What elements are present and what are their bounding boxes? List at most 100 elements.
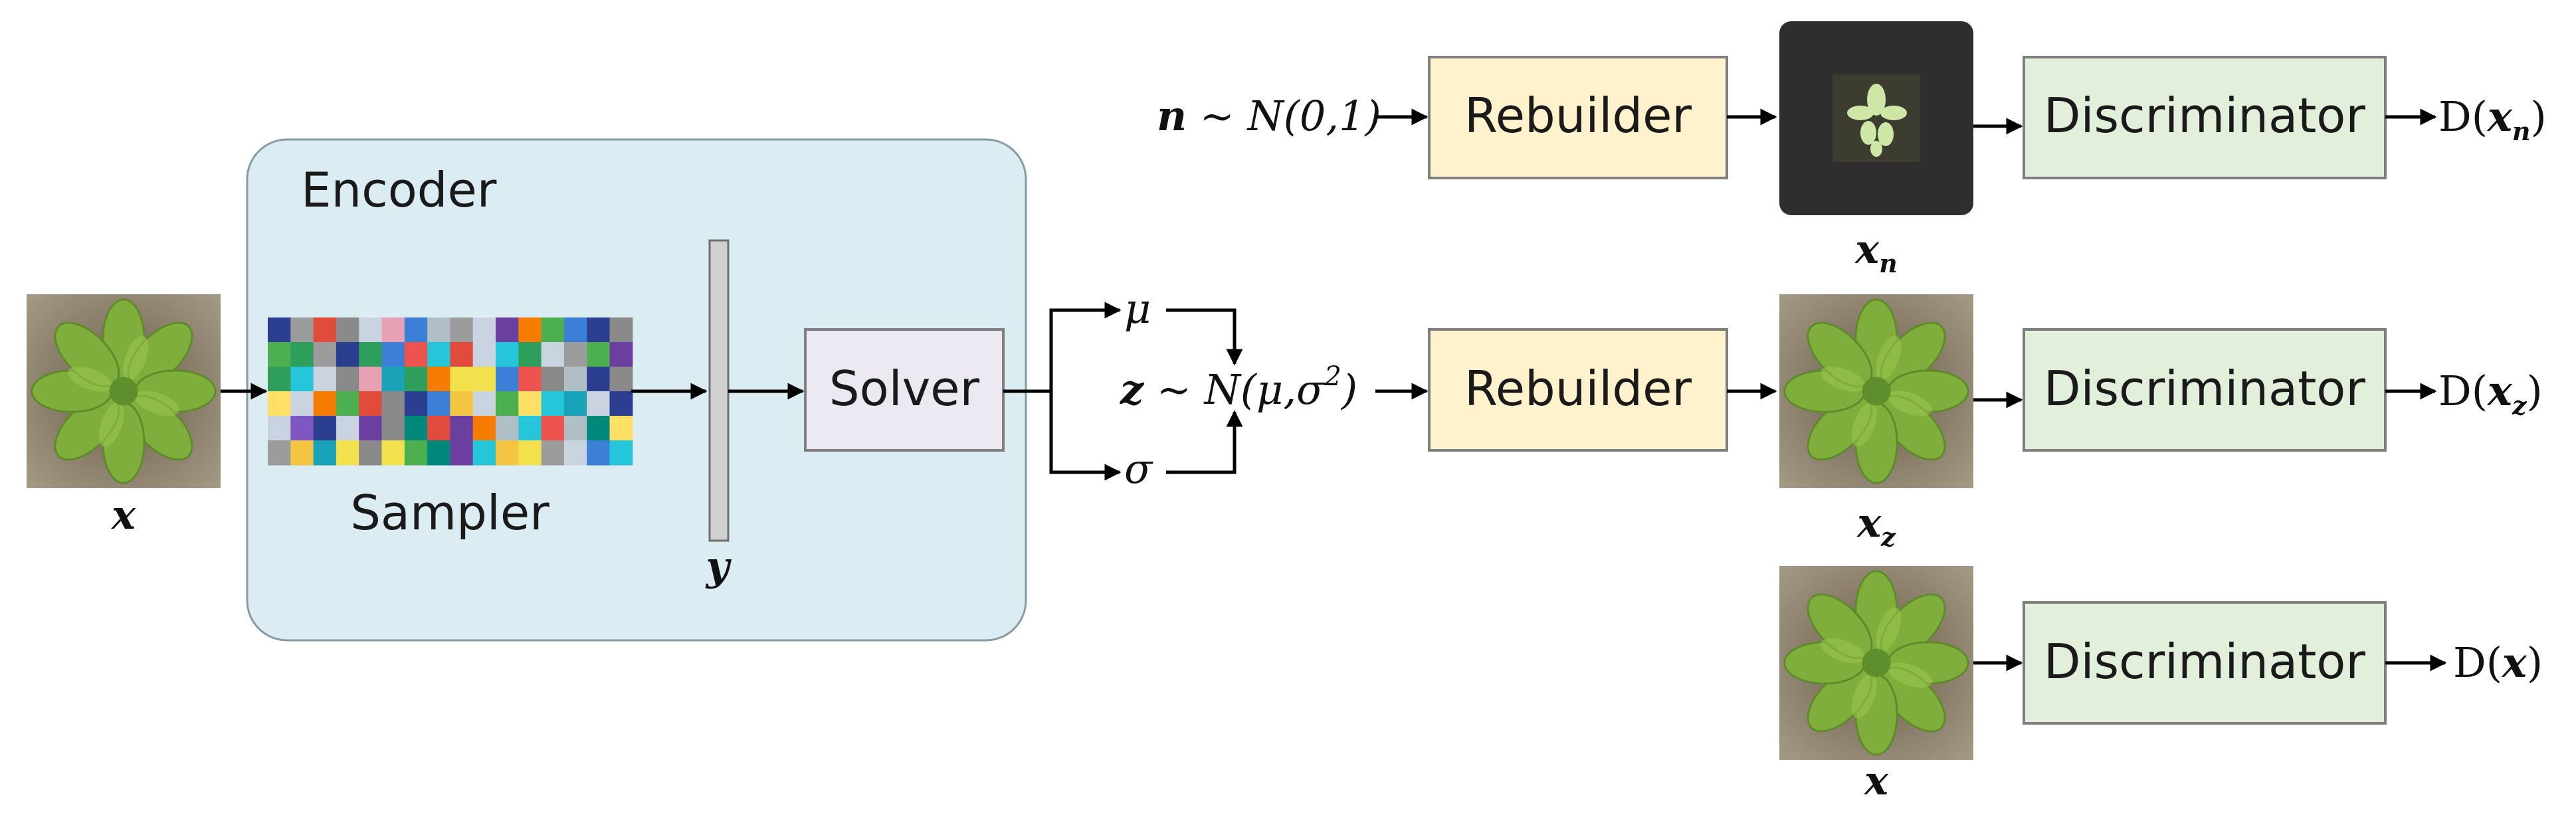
sampler-cell xyxy=(336,416,359,441)
sampler-cell xyxy=(359,416,383,441)
sampler-cell xyxy=(450,367,474,392)
sampler-cell xyxy=(427,416,450,441)
generated-noise-image xyxy=(1779,21,1973,215)
sampler-cell xyxy=(381,416,405,441)
sampler-cell xyxy=(587,317,611,343)
sampler-cell xyxy=(518,391,542,416)
sampler-cell xyxy=(336,317,359,343)
sampler-cell xyxy=(404,440,428,466)
sampler-cell xyxy=(404,342,428,367)
sampler-cell xyxy=(541,317,565,343)
sampler-cell xyxy=(381,342,405,367)
sampler-cell xyxy=(427,317,450,343)
x-real-label: x xyxy=(1863,758,1889,804)
sampler-cell xyxy=(563,367,587,392)
color-grid-icon xyxy=(268,317,633,466)
latent-z: z xyxy=(1120,365,1145,414)
input-x-label: x xyxy=(110,492,136,539)
sampler-cell xyxy=(587,391,611,416)
sampler-cell xyxy=(609,342,633,367)
sampler-cell xyxy=(404,391,428,416)
solver-box xyxy=(804,328,1005,452)
discriminator-label-1: Discriminator xyxy=(2044,88,2365,143)
discriminator-box-1 xyxy=(2023,56,2387,179)
latent-dist: ~ N(μ,σ xyxy=(1143,365,1326,414)
sampler-cell xyxy=(268,317,291,343)
latent-formula: z ~ N(μ,σ2) xyxy=(1120,361,1357,414)
sampler-cell xyxy=(472,317,496,343)
y-label: y xyxy=(705,543,732,590)
sampler-cell xyxy=(336,367,359,392)
sigma-label: σ xyxy=(1124,444,1153,493)
sampler-cell xyxy=(336,342,359,367)
latent-sup: 2 xyxy=(1324,361,1341,392)
sampler-cell xyxy=(359,317,383,343)
sampler-cell xyxy=(381,317,405,343)
sampler-cell xyxy=(268,342,291,367)
output-label-3: D(x) xyxy=(2453,638,2543,687)
y-vector-bar xyxy=(708,239,730,542)
sampler-cell xyxy=(313,391,337,416)
sampler-cell xyxy=(404,416,428,441)
rebuilder-label-1: Rebuilder xyxy=(1464,88,1692,143)
sampler-label: Sampler xyxy=(350,485,549,541)
noise-dist: ~ N(0,1) xyxy=(1187,92,1381,140)
sampler-cell xyxy=(404,367,428,392)
arrow-to-mu xyxy=(1049,302,1122,391)
latent-close: ) xyxy=(1340,365,1357,414)
solver-label: Solver xyxy=(829,361,980,416)
sampler-cell xyxy=(313,342,337,367)
sampler-cell xyxy=(496,367,519,392)
sampler-cell xyxy=(450,440,474,466)
sampler-cell xyxy=(518,342,542,367)
sampler-cell xyxy=(268,440,291,466)
sampler-cell xyxy=(609,416,633,441)
plant-photo-icon xyxy=(27,294,221,488)
xn-label: xn xyxy=(1854,226,1897,278)
discriminator-label-3: Discriminator xyxy=(2044,634,2365,689)
sampler-cell xyxy=(427,367,450,392)
sampler-cell xyxy=(472,440,496,466)
sampler-cell xyxy=(290,440,314,466)
sampler-cell xyxy=(268,416,291,441)
sampler-cell xyxy=(541,416,565,441)
sampler-cell xyxy=(518,416,542,441)
sampler-cell xyxy=(336,440,359,466)
sampler-cell xyxy=(290,416,314,441)
sampler-cell xyxy=(472,342,496,367)
sampler-cell xyxy=(450,416,474,441)
discriminator-label-2: Discriminator xyxy=(2044,361,2365,416)
sampler-cell xyxy=(381,391,405,416)
mu-label: μ xyxy=(1124,284,1151,333)
sampler-cell xyxy=(359,391,383,416)
plant-photo-icon xyxy=(1779,566,1973,760)
sampler-cell xyxy=(587,416,611,441)
sampler-cell xyxy=(496,391,519,416)
sampler-cell xyxy=(541,342,565,367)
sampler-cell xyxy=(313,367,337,392)
sampler-cell xyxy=(381,367,405,392)
sampler-cell xyxy=(359,342,383,367)
xz-label: xz xyxy=(1856,500,1896,552)
noise-formula: n ~ N(0,1) xyxy=(1157,92,1381,140)
sampler-cell xyxy=(290,391,314,416)
sampler-cell xyxy=(609,391,633,416)
plant-photo-icon xyxy=(1779,294,1973,488)
input-plant-image xyxy=(27,294,221,488)
sampler-cell xyxy=(313,440,337,466)
sampler-cell xyxy=(496,317,519,343)
sampler-cell xyxy=(268,367,291,392)
rebuilder-box-1 xyxy=(1428,56,1728,179)
sampler-cell xyxy=(472,416,496,441)
arrow-mu-to-z xyxy=(1166,308,1243,366)
sampler-cell xyxy=(427,440,450,466)
real-plant-image xyxy=(1779,566,1973,760)
encoder-title: Encoder xyxy=(301,162,497,218)
sampler-cell xyxy=(609,367,633,392)
sampler-cell xyxy=(313,317,337,343)
arrow-to-sigma xyxy=(1049,391,1122,481)
sampler-cell xyxy=(290,342,314,367)
sampler-cell xyxy=(541,440,565,466)
sampler-cell xyxy=(359,440,383,466)
